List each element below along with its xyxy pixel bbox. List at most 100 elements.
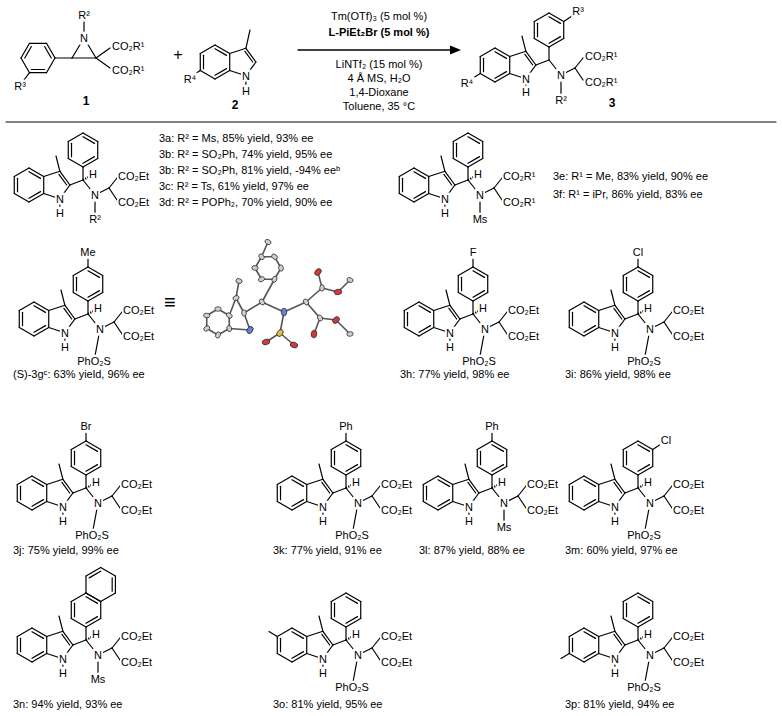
bond-line (599, 305, 615, 310)
bond-line (458, 293, 473, 302)
bond-line (625, 488, 638, 493)
bond-line (473, 291, 484, 298)
bond-line (30, 72, 47, 73)
bond-line (346, 597, 357, 604)
bond-line (323, 631, 333, 645)
bond-line (473, 293, 488, 302)
text-label: CO₂Et (122, 330, 155, 343)
bond-line (584, 476, 599, 485)
bond-line (109, 178, 117, 188)
bond-line (306, 288, 322, 302)
bond-line (446, 290, 450, 305)
text-label: H (478, 302, 488, 315)
text-label: H (521, 86, 531, 99)
bond-line (495, 72, 506, 79)
thermal-ellipsoid (346, 277, 354, 284)
bond-line (584, 302, 599, 311)
bond-line (433, 311, 434, 328)
text-label: R² (554, 94, 568, 107)
bond-line (30, 43, 47, 44)
bond-line (483, 58, 484, 71)
bond-line (638, 271, 649, 278)
bond-line (17, 485, 18, 502)
bond-line (20, 638, 21, 651)
bond-line (506, 450, 507, 467)
bond-line (419, 328, 434, 337)
bond-line (623, 467, 638, 476)
bond-line (638, 293, 653, 302)
bond-line (449, 308, 457, 319)
bond-line (438, 480, 449, 487)
text-label: N (556, 69, 566, 82)
bond-line (499, 312, 507, 322)
bond-line (306, 637, 307, 654)
bond-line (460, 314, 473, 319)
thermal-ellipsoid (258, 253, 266, 261)
text-label: ≡ (163, 291, 177, 314)
bond-line (575, 58, 583, 68)
bond-line (652, 276, 653, 293)
text-label: CO₂Et (672, 478, 705, 491)
text-label: Ph (338, 420, 353, 433)
bond-line (360, 450, 361, 467)
bond-line (323, 479, 333, 493)
thermal-ellipsoid (334, 289, 343, 296)
bond-line (584, 500, 595, 507)
bond-line (584, 652, 595, 659)
bond-line (83, 137, 94, 144)
thermal-ellipsoid (258, 276, 266, 283)
bond-line (510, 51, 526, 56)
bond-line (203, 55, 204, 68)
bond-line (331, 619, 346, 628)
bond-line (47, 43, 56, 58)
bond-line (229, 54, 230, 71)
bond-line (334, 451, 335, 464)
bond-line (346, 445, 357, 452)
bond-line (414, 194, 429, 203)
bond-line (419, 302, 434, 311)
text-label: CO₂Et (380, 630, 413, 643)
bond-line (461, 277, 462, 290)
bond-line (438, 476, 453, 485)
bond-line (246, 30, 250, 48)
text-label: CO₂Et (120, 478, 153, 491)
bond-line (319, 616, 323, 631)
bond-line (73, 488, 86, 493)
bond-line (664, 486, 672, 496)
text-label: N (521, 72, 531, 85)
bond-line (414, 168, 429, 177)
text-label: H (318, 515, 328, 528)
thermal-ellipsoid (241, 310, 246, 317)
text-label: Tm(OTf)₃ (5 mol %) (330, 10, 428, 23)
bond-line (482, 142, 483, 159)
bond-line (34, 328, 49, 337)
text-label: CO₂Et (672, 304, 705, 317)
bond-line (46, 637, 47, 654)
bond-line (468, 157, 479, 164)
text-label: H (610, 667, 620, 680)
bond-line (200, 45, 215, 54)
bond-line (452, 485, 453, 502)
bond-line (292, 476, 307, 485)
bond-line (468, 482, 476, 493)
bond-line (548, 47, 549, 60)
text-label: H (91, 476, 101, 489)
bond-line (292, 480, 303, 487)
bond-line (280, 486, 281, 499)
bond-line (64, 308, 72, 319)
bond-line (112, 496, 120, 508)
bond-line (346, 467, 361, 476)
bond-line (419, 306, 430, 313)
bond-line (83, 159, 98, 168)
bond-line (86, 597, 97, 604)
bond-line (441, 156, 445, 171)
bond-line (599, 479, 615, 484)
text-label: CO₂Et (117, 170, 150, 183)
bond-line (492, 465, 503, 472)
bond-line (44, 171, 60, 176)
text-label: N (241, 69, 251, 82)
bond-line (277, 628, 292, 637)
bond-line (455, 180, 468, 185)
bond-line (333, 488, 346, 493)
bond-line (584, 326, 595, 333)
